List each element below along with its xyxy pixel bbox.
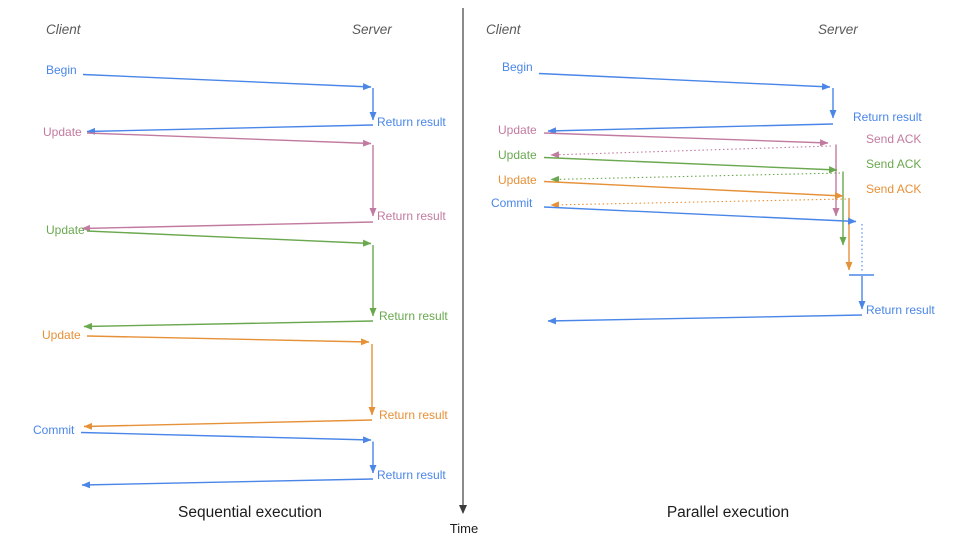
seq-client-header: Client [46, 22, 81, 37]
seq-update2-label: Update [46, 223, 85, 237]
time-axis-label: Time [449, 521, 479, 536]
par-begin-label: Begin [502, 60, 533, 74]
seq-update3-return-arrow [83, 419, 373, 430]
seq-commit-label: Commit [33, 423, 75, 437]
seq-commit-return-label: Return result [377, 468, 446, 482]
par-begin-return-label: Return result [853, 110, 922, 124]
par-commit-return-label: Return result [866, 303, 935, 317]
par-commit-request-arrow [543, 206, 857, 225]
par-update1-ack-label: Send ACK [866, 132, 922, 146]
seq-begin-label: Begin [46, 63, 77, 77]
par-update3-label: Update [498, 173, 537, 187]
par-update3-ack-dotted-arrow [550, 198, 847, 209]
par-client-header: Client [486, 22, 521, 37]
par-begin-request-arrow [538, 72, 831, 91]
seq-update1-label: Update [43, 125, 82, 139]
par-update2-request-arrow [543, 156, 838, 174]
par-commit-label: Commit [491, 196, 533, 210]
seq-update1-return-label: Return result [377, 209, 446, 223]
seq-server-header: Server [352, 22, 392, 37]
par-commit-return-arrow [547, 314, 863, 325]
seq-update1-request-arrow [86, 132, 372, 147]
par-update2-ack-label: Send ACK [866, 157, 922, 171]
par-update1-ack-dotted-arrow [550, 145, 832, 159]
seq-caption: Sequential execution [178, 504, 322, 521]
seq-update2-return-arrow [83, 320, 374, 330]
par-caption: Parallel execution [666, 504, 790, 521]
seq-update3-request-arrow [86, 335, 370, 346]
par-update3-ack-label: Send ACK [866, 182, 922, 196]
par-update1-label: Update [498, 123, 537, 137]
seq-update1-return-arrow [81, 221, 374, 232]
seq-begin-return-label: Return result [377, 115, 446, 129]
par-update2-ack-dotted-arrow [550, 172, 841, 183]
par-update3-request-arrow [543, 180, 844, 200]
seq-update3-label: Update [42, 328, 81, 342]
par-server-header: Server [818, 22, 858, 37]
par-update1-request-arrow [543, 132, 829, 147]
seq-commit-return-arrow [81, 478, 374, 489]
seq-begin-return-arrow [86, 124, 374, 135]
seq-update2-request-arrow [86, 230, 372, 247]
seq-update2-return-label: Return result [379, 309, 448, 323]
par-update2-label: Update [498, 148, 537, 162]
seq-commit-request-arrow [80, 431, 372, 444]
seq-begin-request-arrow [82, 73, 372, 91]
seq-update3-return-label: Return result [379, 408, 448, 422]
par-begin-return-arrow [547, 123, 834, 135]
